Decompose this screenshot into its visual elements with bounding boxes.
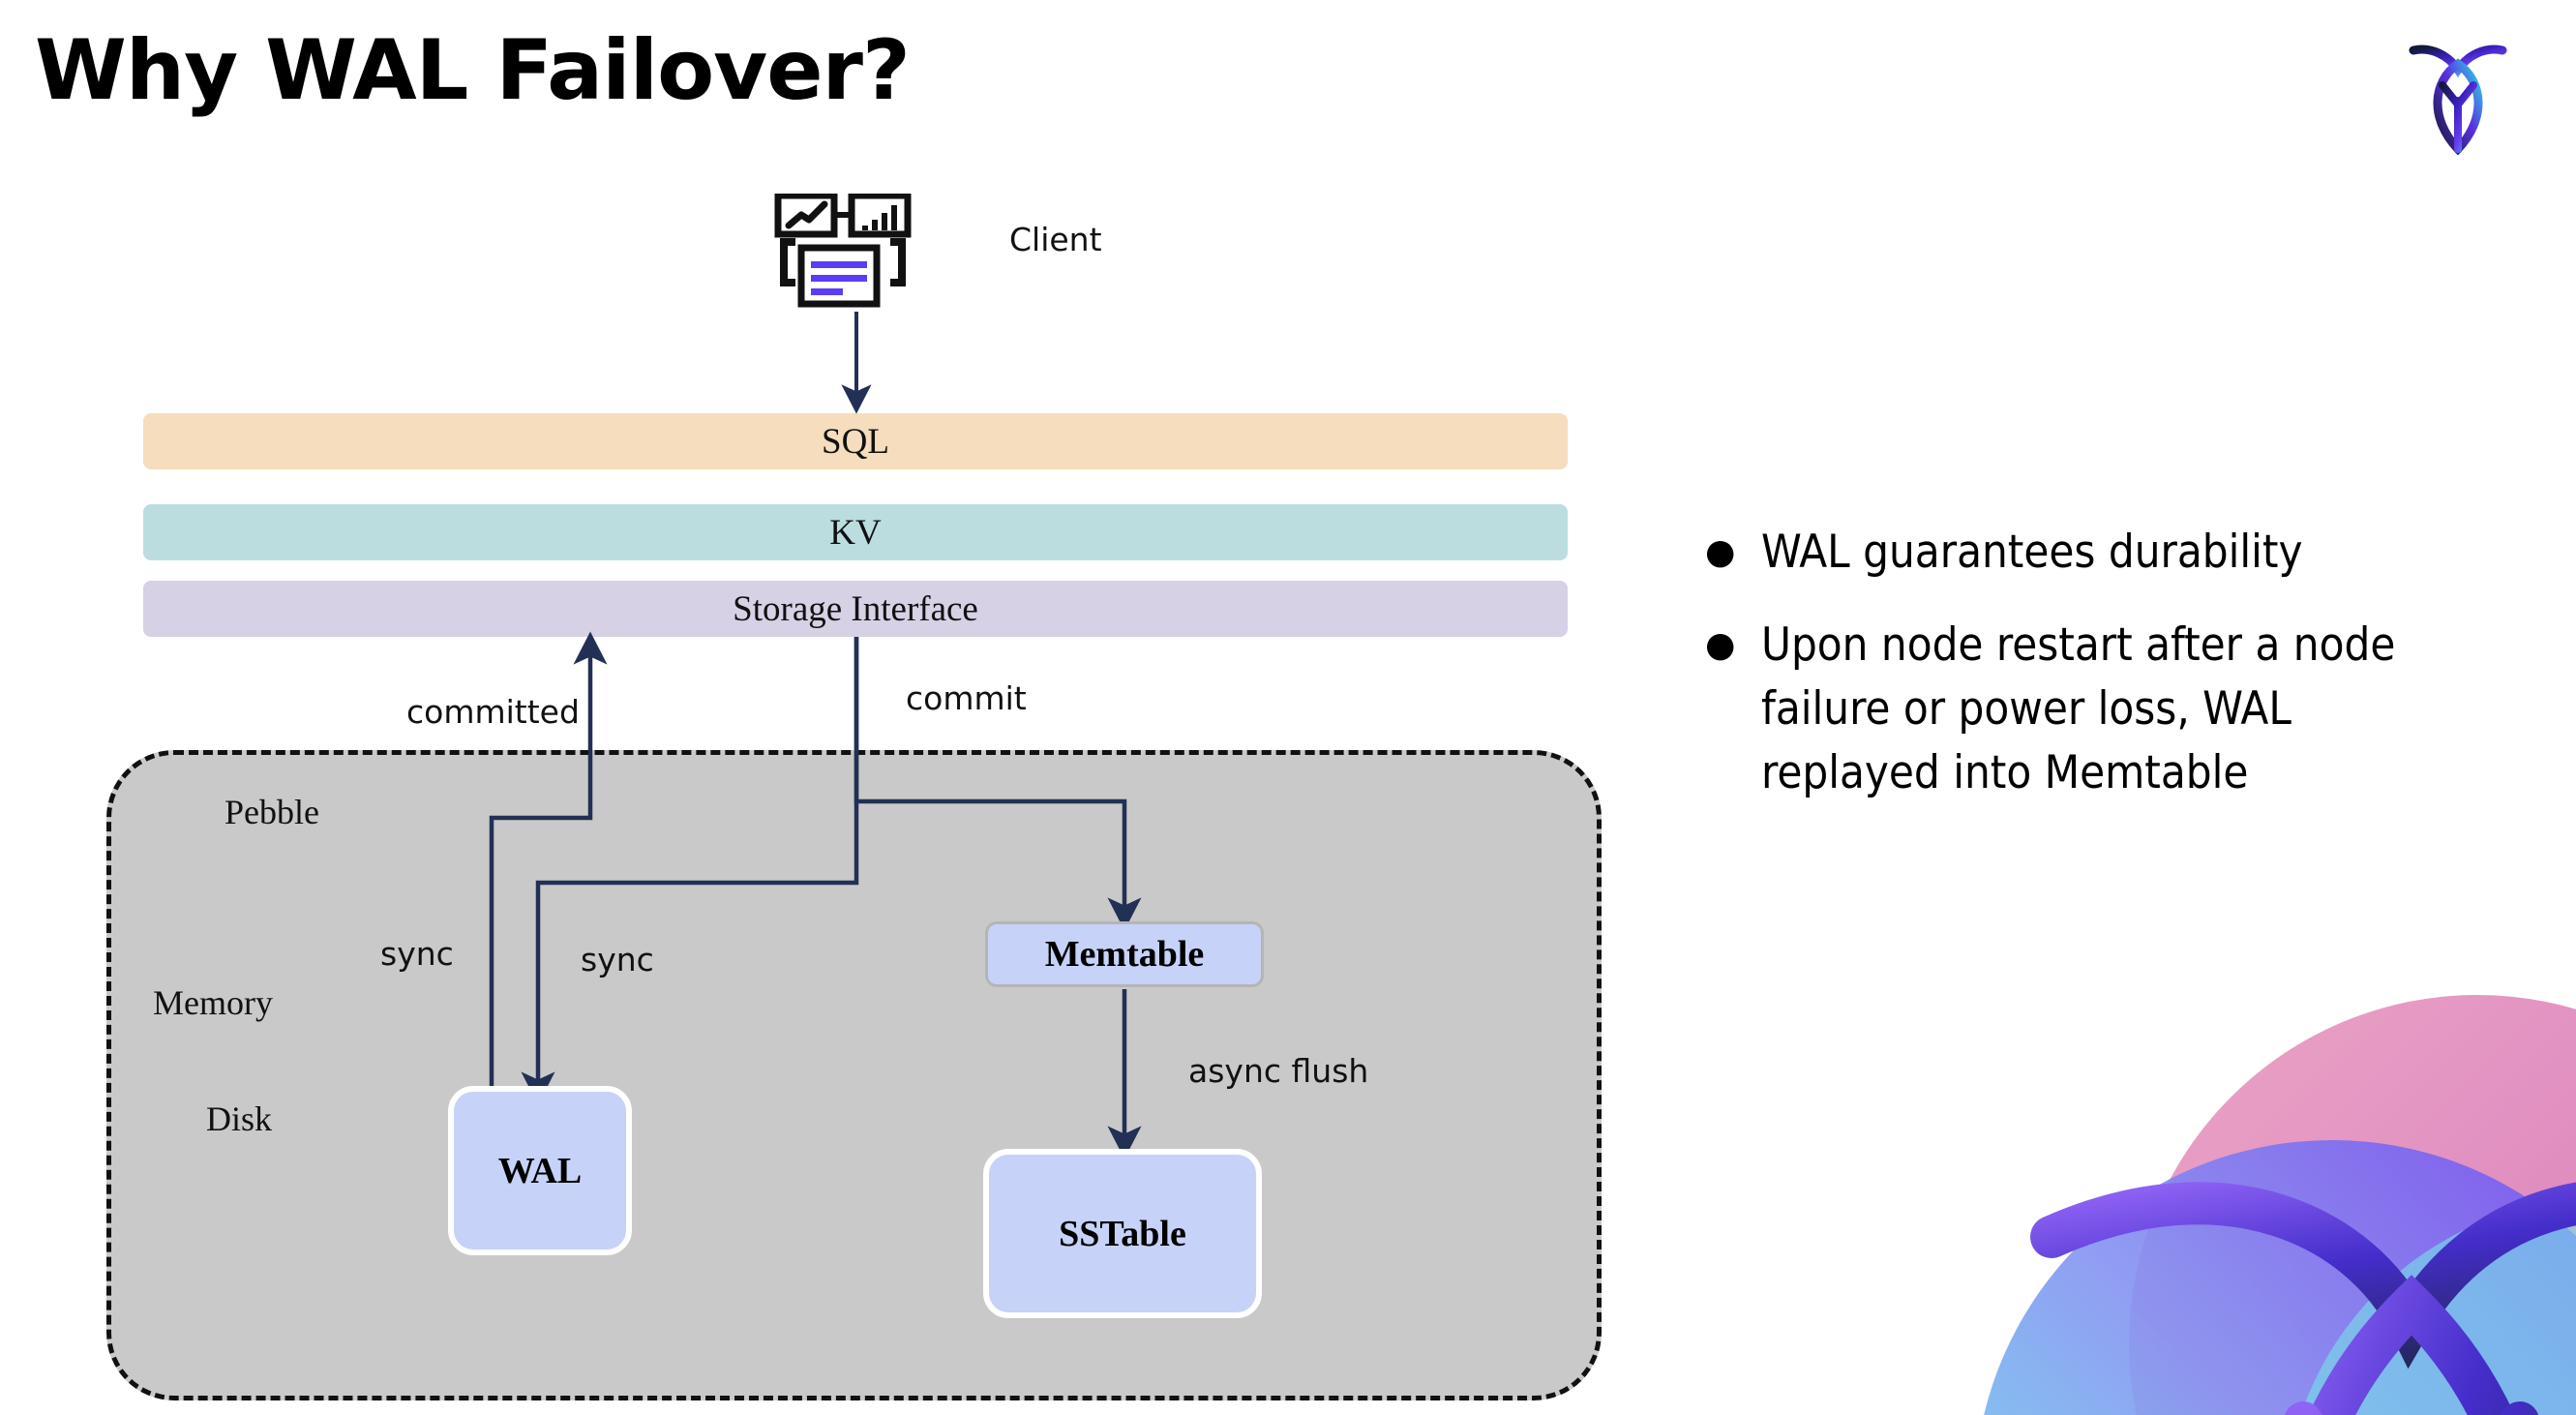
list-item: ● WAL guarantees durability: [1705, 521, 2479, 585]
node-label-sstable: SSTable: [1059, 1213, 1186, 1254]
layer-bar-storage-interface: Storage Interface: [143, 581, 1568, 637]
layer-bar-sql: SQL: [143, 413, 1568, 469]
bullet-list: ● WAL guarantees durability ● Upon node …: [1705, 521, 2479, 834]
client-dashboard-icon: [774, 192, 929, 310]
pebble-container: [106, 750, 1602, 1400]
edge-label-commit: commit: [906, 679, 1027, 717]
bullet-text: Upon node restart after a node failure o…: [1761, 618, 2396, 799]
layer-label-kv: KV: [829, 512, 882, 553]
memory-region-label: Memory: [153, 983, 273, 1022]
cockroachdb-logo: [2400, 29, 2516, 156]
pebble-label: Pebble: [225, 793, 319, 831]
edge-label-committed: committed: [406, 693, 580, 731]
decorative-brand-watermark: [1935, 918, 2576, 1415]
client-label: Client: [1009, 221, 1102, 258]
layer-bar-kv: KV: [143, 504, 1568, 560]
page-title: Why WAL Failover?: [35, 22, 911, 119]
bullet-text: WAL guarantees durability: [1761, 526, 2303, 579]
node-sstable: SSTable: [983, 1149, 1262, 1318]
edge-label-sync-left: sync: [380, 935, 454, 973]
node-wal: WAL: [448, 1086, 632, 1255]
node-label-memtable: Memtable: [1044, 934, 1205, 975]
edge-label-async-flush: async flush: [1188, 1052, 1369, 1090]
layer-label-storage-interface: Storage Interface: [733, 588, 978, 629]
edge-label-sync-right: sync: [581, 941, 654, 978]
list-item: ● Upon node restart after a node failure…: [1705, 614, 2479, 805]
node-label-wal: WAL: [497, 1150, 583, 1191]
layer-label-sql: SQL: [822, 421, 889, 462]
node-memtable: Memtable: [985, 921, 1264, 987]
bullet-marker-icon: ●: [1705, 625, 1736, 665]
bullet-marker-icon: ●: [1705, 532, 1736, 572]
disk-region-label: Disk: [206, 1099, 273, 1138]
